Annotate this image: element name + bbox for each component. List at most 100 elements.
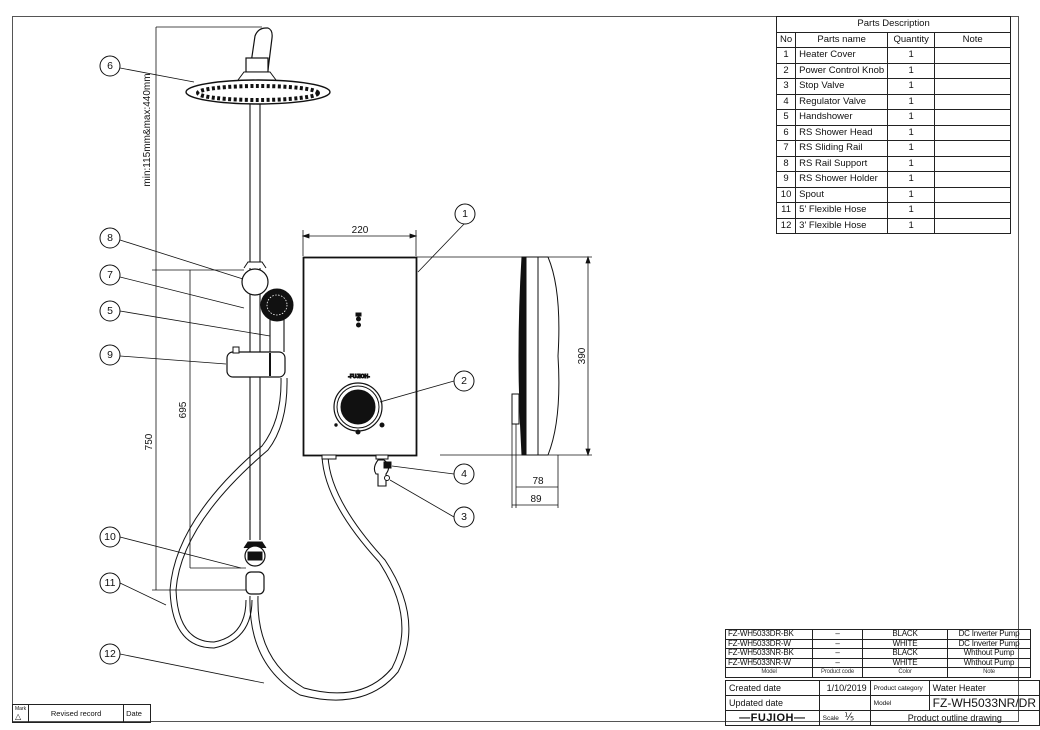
part-quantity: 1 [887,171,936,188]
product-category-value: Water Heater [928,680,1040,696]
revision-date-label: Date [123,704,152,723]
col-product-code: Product code [812,667,863,678]
created-date-label: Created date [725,680,820,696]
dim-depth-total: 89 [530,494,542,505]
part-number: 1 [775,47,797,64]
part-number: 4 [775,93,797,110]
model-label: Model [869,695,930,711]
svg-text:12: 12 [104,648,116,660]
created-date-value: 1/10/2019 [818,680,871,696]
model-table-header: Model Product code Color Note [725,667,1031,678]
svg-text:7: 7 [107,269,113,281]
model-color: WHITE [862,657,948,668]
svg-text:9: 9 [107,349,113,361]
handshower-handle [269,318,285,352]
col-note: Note [947,667,1031,678]
part-number: 9 [775,171,797,188]
shower-nut [245,57,269,73]
part-note [934,202,1012,219]
dim-heater-width: 220 [352,225,369,236]
col-header-name: Parts name [795,31,889,48]
part-quantity: 1 [887,78,936,95]
part-note [934,124,1012,141]
balloon-6: 6 [99,55,121,77]
shower-rail-assembly [169,27,410,701]
part-name: Heater Cover [795,47,889,64]
flexible-hose-5ft [169,377,282,649]
model-code: FZ-WH5033DR-W [725,638,813,649]
part-note [934,140,1012,157]
svg-text:4: 4 [461,468,467,480]
svg-text:6: 6 [107,60,113,72]
scale-label: Scale [822,715,839,722]
col-model: Model [725,667,813,678]
model-note: DC Inverter Pump [947,629,1031,640]
product-code: – [812,629,863,640]
svg-text:10: 10 [104,531,116,543]
spout-connector [245,571,265,595]
model-color: WHITE [862,638,948,649]
part-quantity: 1 [887,140,936,157]
model-code: FZ-WH5033NR-BK [725,648,813,659]
part-note [934,78,1012,95]
part-name: Power Control Knob [795,62,889,79]
svg-text:1: 1 [462,208,468,220]
col-header-no: No [775,31,797,48]
model-note: Whthout Pump [947,657,1031,668]
part-number: 11 [775,202,797,219]
part-number: 8 [775,155,797,172]
part-number: 10 [775,186,797,203]
balloon-5: 5 [99,300,121,322]
dim-head-height-range: min:115mm&max:440mm [142,73,153,186]
part-quantity: 1 [887,202,936,219]
revision-mark-label: Mark [15,706,27,712]
updated-date-value [818,695,871,711]
model-note: Whthout Pump [947,648,1031,659]
svg-text:5: 5 [107,305,113,317]
model-code: FZ-WH5033NR-W [725,657,813,668]
shower-arm [249,27,273,71]
revision-mark: Mark△ [11,704,30,723]
part-name: 3' Flexible Hose [795,217,889,234]
shower-head [185,79,331,105]
handshower-head [260,288,294,322]
part-number: 6 [775,124,797,141]
product-code: – [812,638,863,649]
dim-depth-body: 78 [532,476,544,487]
col-header-note: Note [934,31,1012,48]
part-note [934,186,1012,203]
drawing-type: Product outline drawing [869,710,1040,726]
shower-head-nozzles [196,84,320,102]
balloon-3: 3 [453,506,475,528]
revised-record-label: Revised record [28,704,125,723]
model-value: FZ-WH5033NR/DR [928,695,1040,711]
balloon-10: 10 [99,526,121,548]
balloon-8: 8 [99,227,121,249]
part-number: 3 [775,78,797,95]
part-quantity: 1 [887,93,936,110]
part-name: Stop Valve [795,78,889,95]
balloon-11: 11 [99,572,121,594]
model-code: FZ-WH5033DR-BK [725,629,813,640]
balloon-4: 4 [453,463,475,485]
part-name: Regulator Valve [795,93,889,110]
part-number: 2 [775,62,797,79]
dim-holder-height: 695 [178,401,189,418]
shower-holder [226,351,286,378]
balloon-12: 12 [99,643,121,665]
part-note [934,47,1012,64]
dim-rail-height: 750 [144,433,155,450]
updated-date-label: Updated date [725,695,820,711]
